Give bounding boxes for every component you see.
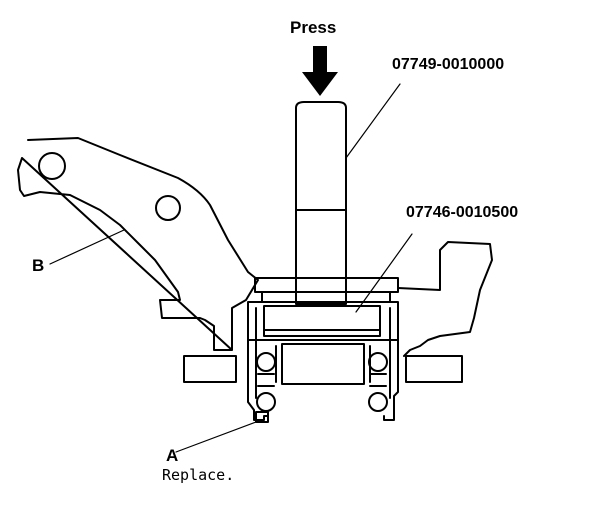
arm-hole-upper — [38, 152, 66, 180]
knuckle-right-flange — [397, 241, 493, 357]
arm-hole-lower — [155, 195, 181, 221]
knuckle-arm-outline — [17, 137, 259, 351]
part-a-label: A — [166, 446, 179, 465]
leader-driver — [345, 83, 401, 159]
attachment-tool — [263, 305, 381, 337]
left-tab — [183, 355, 237, 383]
hub-housing-outline — [247, 301, 399, 421]
bearing-ball-upper-right — [368, 352, 388, 372]
press-arrow-icon — [302, 46, 338, 96]
driver-tool — [295, 101, 347, 305]
bearing-inner-race — [281, 343, 365, 385]
snap-ring — [255, 411, 269, 423]
bearing-ball-lower-left — [256, 392, 276, 412]
bearing-ball-lower-right — [368, 392, 388, 412]
driver-tool-number: 07749-0010000 — [392, 56, 505, 73]
bearing-ball-upper-left — [256, 352, 276, 372]
leader-attachment — [355, 233, 413, 313]
leader-a — [175, 421, 257, 453]
attachment-tool-number: 07746-0010500 — [406, 204, 519, 221]
press-label: Press — [290, 18, 337, 37]
knuckle-top-plate — [254, 277, 399, 293]
right-tab — [405, 355, 463, 383]
part-a-note: Replace. — [162, 466, 235, 484]
leader-b — [49, 229, 125, 265]
part-b-label: B — [32, 256, 45, 275]
